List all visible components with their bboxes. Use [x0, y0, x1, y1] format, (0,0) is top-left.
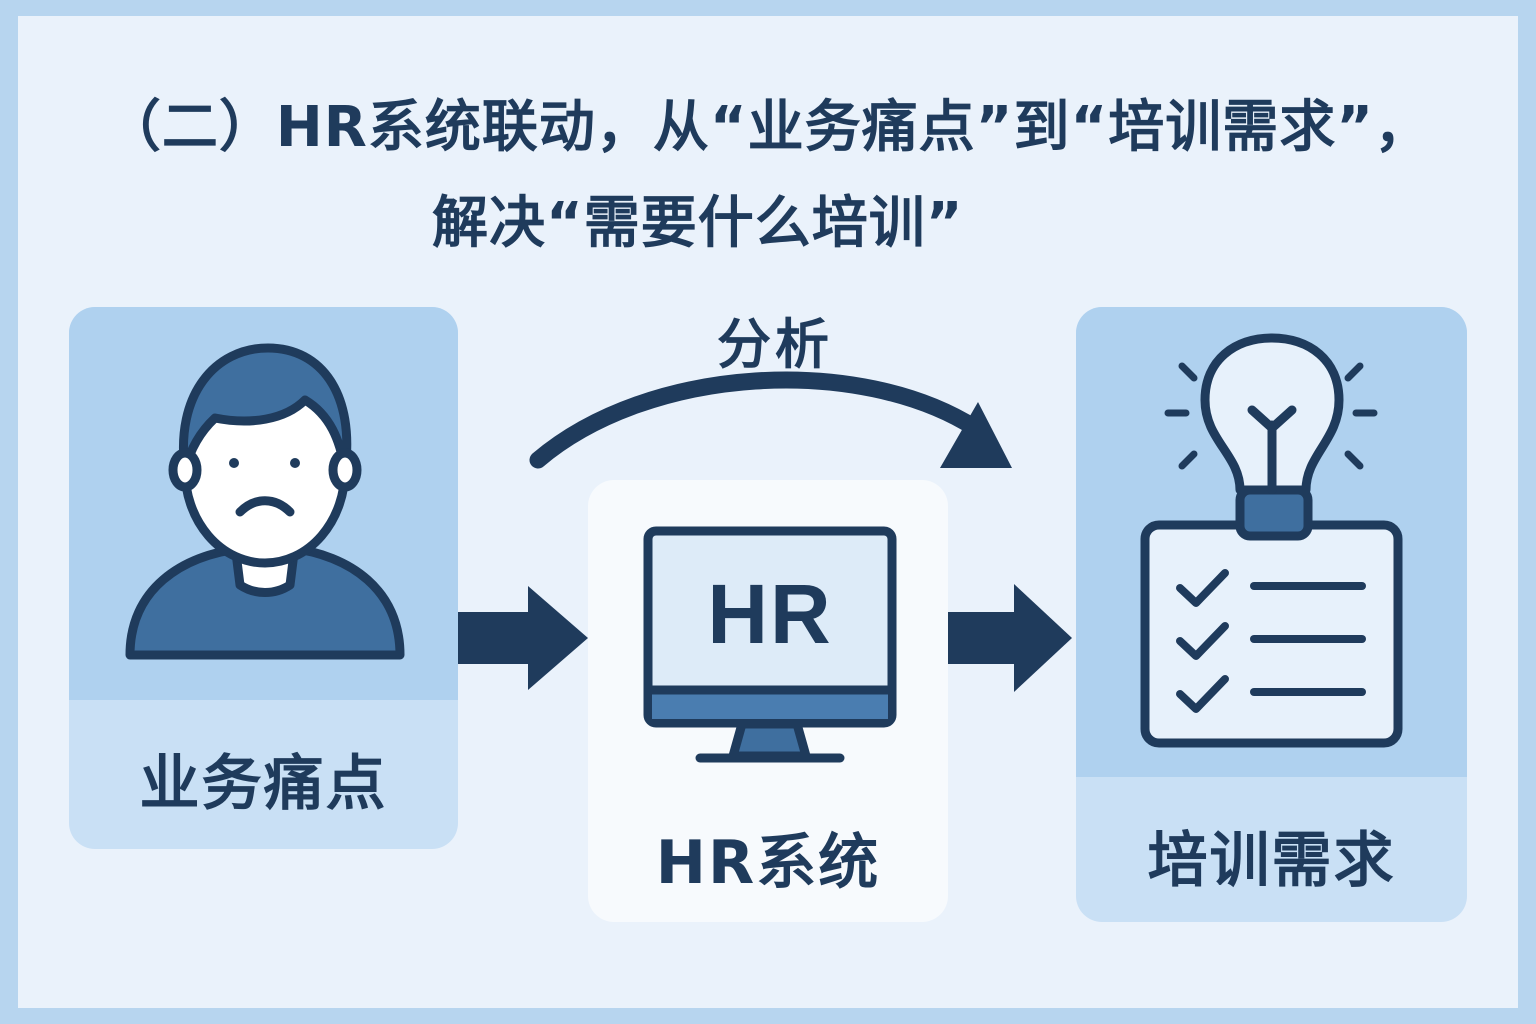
arrow-hr-to-training — [948, 584, 1072, 692]
monitor-screen-text: HR — [707, 567, 833, 661]
pain-point-label: 业务痛点 — [139, 749, 388, 819]
hr-system-label: HR系统 — [655, 828, 881, 898]
title-line-1: （二）HR系统联动，从“业务痛点”到“培训需求”， — [104, 95, 1432, 160]
sad-person-icon — [125, 343, 405, 660]
arrow-pain-to-hr — [458, 586, 588, 690]
training-need-label: 培训需求 — [1147, 826, 1396, 896]
monitor-icon — [643, 526, 897, 763]
title-line-2: 解决“需要什么培训” — [432, 191, 964, 256]
lightbulb-checklist-icon — [1140, 333, 1403, 748]
analysis-label: 分析 — [717, 313, 833, 376]
analysis-arc-arrow — [529, 371, 1012, 469]
